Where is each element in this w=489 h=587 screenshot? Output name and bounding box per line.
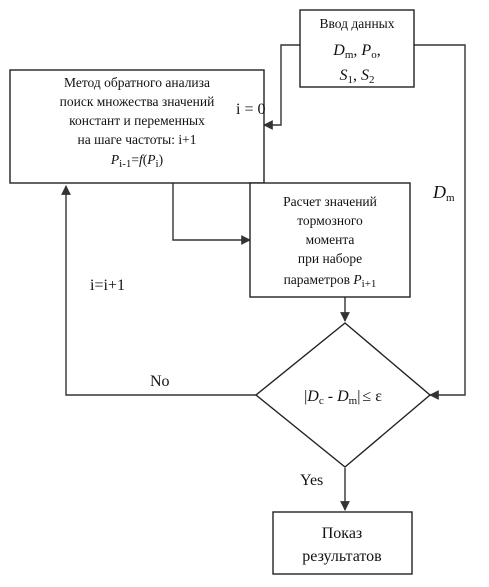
node-method: Метод обратного анализа поиск множества …: [9, 69, 265, 184]
edge-method-to-calc: [172, 183, 251, 245]
edge-input-to-decision: [414, 44, 466, 400]
input-params-line2: S1, S2: [340, 67, 375, 86]
input-params-line1: Dm, Po,: [332, 42, 380, 61]
method-line-1: Метод обратного анализа: [64, 75, 210, 90]
method-line-2: поиск множества значений: [60, 94, 215, 109]
method-line-3: констант и переменных: [69, 113, 205, 128]
edge-decision-no-loop: [61, 185, 256, 396]
calc-line-5: параметров Pi+1: [284, 272, 377, 290]
calc-line-3: момента: [306, 232, 355, 247]
calc-line-4: при наборе: [298, 251, 362, 266]
input-title: Ввод данных: [319, 16, 394, 31]
decision-condition: |Dc - Dm|≤ ε: [304, 388, 382, 407]
node-calc: Расчет значений тормозного момента при н…: [249, 182, 411, 298]
calc-line-1: Расчет значений: [283, 194, 377, 209]
label-yes: Yes: [300, 472, 323, 489]
edge-input-to-method: [263, 44, 300, 130]
method-formula: Pi-1=f(Pi): [110, 152, 163, 170]
label-i-increment: i=i+1: [90, 277, 125, 294]
label-i-zero: i = 0: [236, 101, 265, 118]
result-line-2: результатов: [302, 548, 382, 565]
calc-line-2: тормозного: [297, 213, 363, 228]
result-line-1: Показ: [322, 525, 363, 542]
method-line-4: на шаге частоты: i+1: [78, 132, 197, 147]
node-decision: |Dc - Dm|≤ ε: [254, 322, 432, 468]
node-result: Показ результатов: [272, 511, 413, 575]
label-no: No: [150, 373, 170, 390]
node-input: Ввод данных Dm, Po, S1, S2: [299, 9, 415, 88]
label-dm: Dm: [432, 182, 455, 204]
